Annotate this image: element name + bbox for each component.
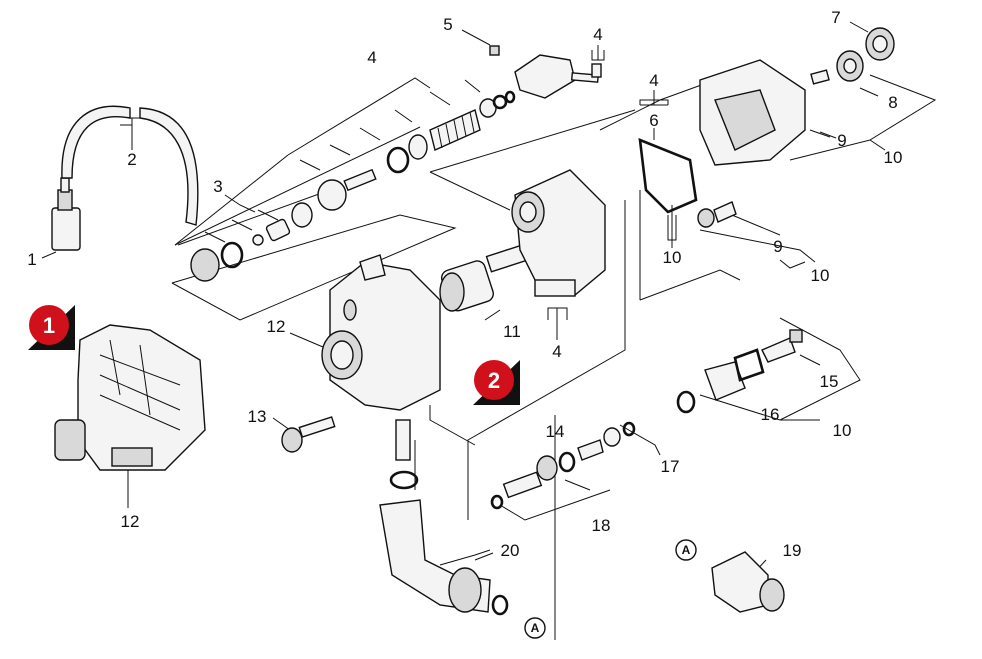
section-badge-2: 2 xyxy=(473,360,520,405)
part-11-fitting xyxy=(439,243,531,312)
label-part-9a: 9 xyxy=(837,131,846,150)
label-part-4c: 4 xyxy=(649,71,658,90)
part-14-17-18-valve xyxy=(490,421,636,510)
label-part-2: 2 xyxy=(127,150,136,169)
part-5-bracket xyxy=(489,45,602,99)
label-part-6: 6 xyxy=(649,111,658,130)
label-part-4b: 4 xyxy=(593,25,602,44)
part-9-valve xyxy=(697,201,737,228)
label-part-3: 3 xyxy=(213,177,222,196)
part-1-filter xyxy=(51,177,81,251)
label-part-20: 20 xyxy=(501,541,520,560)
part-19-coupling xyxy=(711,551,785,613)
label-part-13: 13 xyxy=(248,407,267,426)
label-part-7: 7 xyxy=(831,8,840,27)
badge-1-number: 1 xyxy=(43,313,55,338)
section-badge-1: 1 xyxy=(28,305,75,350)
label-part-10b: 10 xyxy=(884,148,903,167)
label-part-15: 15 xyxy=(820,372,839,391)
part-15-16-valve xyxy=(676,329,803,414)
part-6-seal xyxy=(638,137,698,214)
badge-2-number: 2 xyxy=(488,368,500,393)
part-4-housing xyxy=(511,169,606,297)
part-12-cylinder-head xyxy=(321,254,441,411)
part-1-pump-housing-view xyxy=(54,324,206,471)
label-part-10a: 10 xyxy=(663,248,682,267)
badge-2-circle xyxy=(474,360,514,400)
marker-a-text-1: A xyxy=(531,621,540,635)
part-7-8-9-10-valve-block xyxy=(699,27,895,166)
part-13-bolt xyxy=(281,416,336,453)
label-part-1: 1 xyxy=(27,250,36,269)
label-part-18: 18 xyxy=(592,516,611,535)
label-part-11: 11 xyxy=(503,322,521,341)
label-part-9b: 9 xyxy=(773,237,782,256)
label-part-10d: 10 xyxy=(833,421,852,440)
badge-1-circle xyxy=(29,305,69,345)
label-part-16: 16 xyxy=(761,405,780,424)
label-part-4d: 4 xyxy=(552,342,561,361)
leader-lines xyxy=(41,21,937,640)
label-part-17: 17 xyxy=(661,457,680,476)
part-20-elbow xyxy=(379,419,509,616)
marker-a-text-2: A xyxy=(682,543,691,557)
label-part-8: 8 xyxy=(888,93,897,112)
label-part-10c: 10 xyxy=(811,266,830,285)
label-part-12b: 12 xyxy=(121,512,140,531)
part-3-valve-assembly xyxy=(190,202,313,282)
label-part-5: 5 xyxy=(443,15,452,34)
connector-marker-a-right: A xyxy=(675,539,697,561)
label-part-4a: 4 xyxy=(367,48,376,67)
label-part-19: 19 xyxy=(783,541,802,560)
label-part-14: 14 xyxy=(546,422,565,441)
connector-marker-a-bottom: A xyxy=(524,617,546,639)
part-4-piston-assembly xyxy=(317,90,516,211)
part-2-hose xyxy=(61,105,199,226)
part-labels: 1 2 3 4 5 4 4 6 10 7 8 9 10 9 10 12 13 1… xyxy=(27,8,902,560)
label-part-12a: 12 xyxy=(267,317,286,336)
